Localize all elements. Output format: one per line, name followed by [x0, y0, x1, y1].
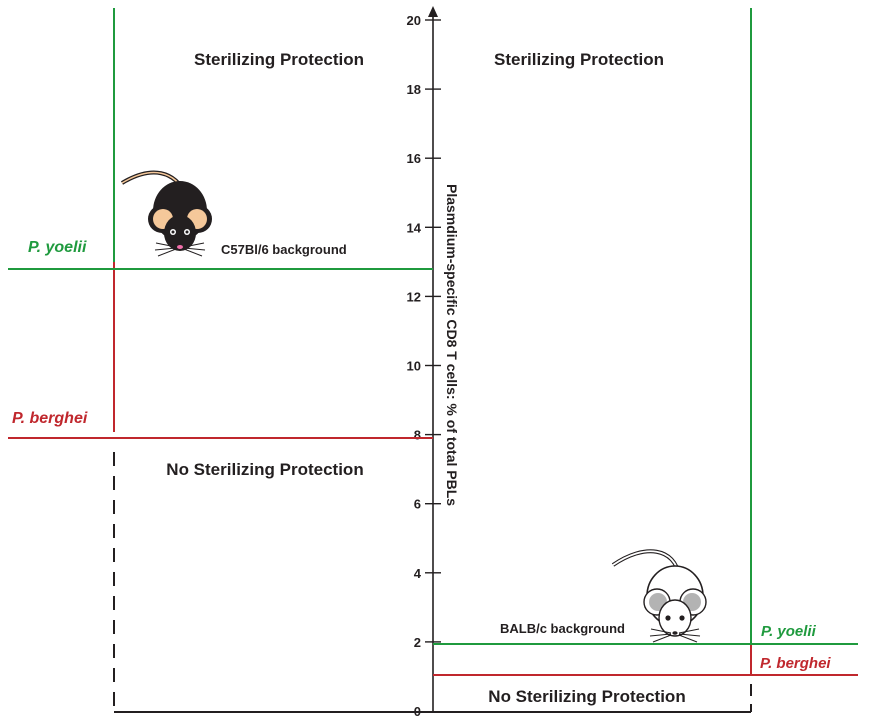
y-axis-arrow	[428, 6, 438, 17]
left-berghei-label: P. berghei	[12, 410, 88, 427]
right-yoelii-label: P. yoelii	[761, 623, 817, 640]
y-tick-label: 6	[414, 497, 421, 512]
left-strain-label: C57Bl/6 background	[221, 242, 347, 257]
y-tick-label: 2	[414, 635, 421, 650]
y-tick-label: 8	[414, 428, 421, 443]
right-berghei-label: P. berghei	[760, 655, 831, 672]
y-tick-label: 18	[407, 82, 421, 97]
white-mouse-icon	[611, 549, 707, 643]
y-tick-label: 0	[414, 704, 421, 719]
y-tick-label: 10	[407, 359, 421, 374]
right-strain-label: BALB/c background	[500, 621, 625, 636]
left-yoelii-label: P. yoelii	[28, 239, 87, 256]
right-no-sterilizing-label: No Sterilizing Protection	[488, 687, 685, 706]
left-no-sterilizing-label: No Sterilizing Protection	[166, 460, 363, 479]
y-tick-label: 14	[407, 220, 422, 235]
y-axis: 0 2 4 6 8 10 12 14 16 18 20 Plasmdium-specific CD8…	[407, 6, 460, 719]
y-axis-ticks: 0 2 4 6 8 10 12 14 16 18 20	[407, 13, 441, 719]
y-tick-label: 16	[407, 151, 421, 166]
black-mouse-icon	[120, 170, 212, 257]
right-sterilizing-label: Sterilizing Protection	[494, 50, 664, 69]
left-panel-frame	[113, 8, 122, 713]
y-tick-label: 20	[407, 13, 421, 28]
y-tick-label: 4	[414, 566, 422, 581]
threshold-lines	[8, 268, 858, 676]
y-tick-label: 12	[407, 289, 421, 304]
left-sterilizing-label: Sterilizing Protection	[194, 50, 364, 69]
y-axis-label: Plasmdium-specific CD8 T cells: % of tot…	[444, 184, 460, 506]
